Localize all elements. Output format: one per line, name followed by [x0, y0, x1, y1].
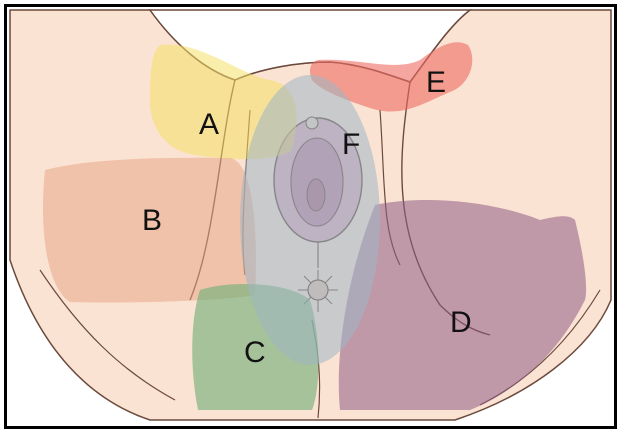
region-label-b: B	[142, 204, 162, 237]
region-label-a: A	[199, 108, 219, 141]
region-label-e: E	[426, 66, 446, 99]
region-label-f: F	[342, 128, 360, 161]
region-label-d: D	[450, 306, 472, 339]
region-f-shape	[240, 75, 380, 365]
region-label-c: C	[244, 336, 266, 369]
